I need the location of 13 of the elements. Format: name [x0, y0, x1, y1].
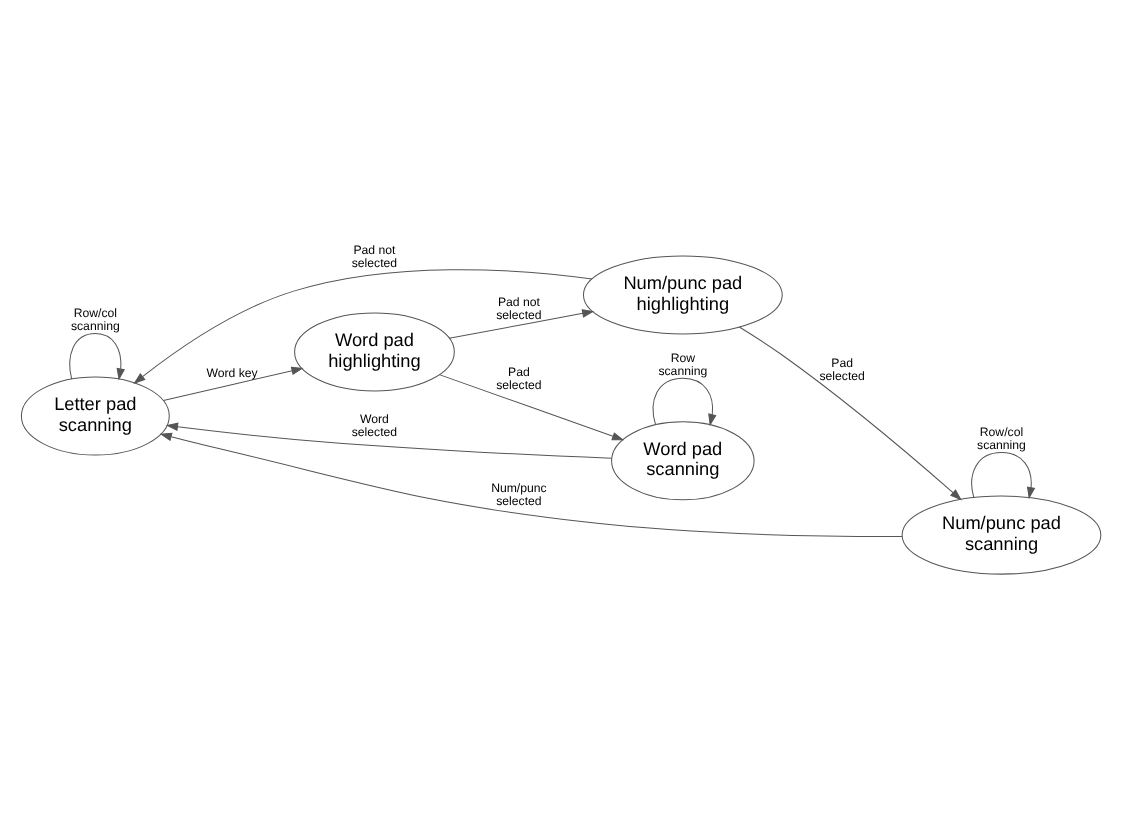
arrow	[448, 309, 595, 339]
node-ellipse: Num/punc pad scanning	[901, 495, 1102, 575]
node-ellipse: Word pad highlighting	[294, 312, 455, 392]
arrow	[162, 366, 304, 401]
arrow	[133, 269, 593, 384]
arrow	[652, 377, 717, 427]
arrow	[738, 326, 962, 501]
arrow	[159, 432, 903, 538]
arrow	[69, 332, 125, 381]
arrow	[165, 422, 612, 459]
arrow	[438, 374, 625, 441]
arrow	[971, 451, 1036, 500]
node-ellipse: Letter pad scanning	[20, 376, 170, 456]
